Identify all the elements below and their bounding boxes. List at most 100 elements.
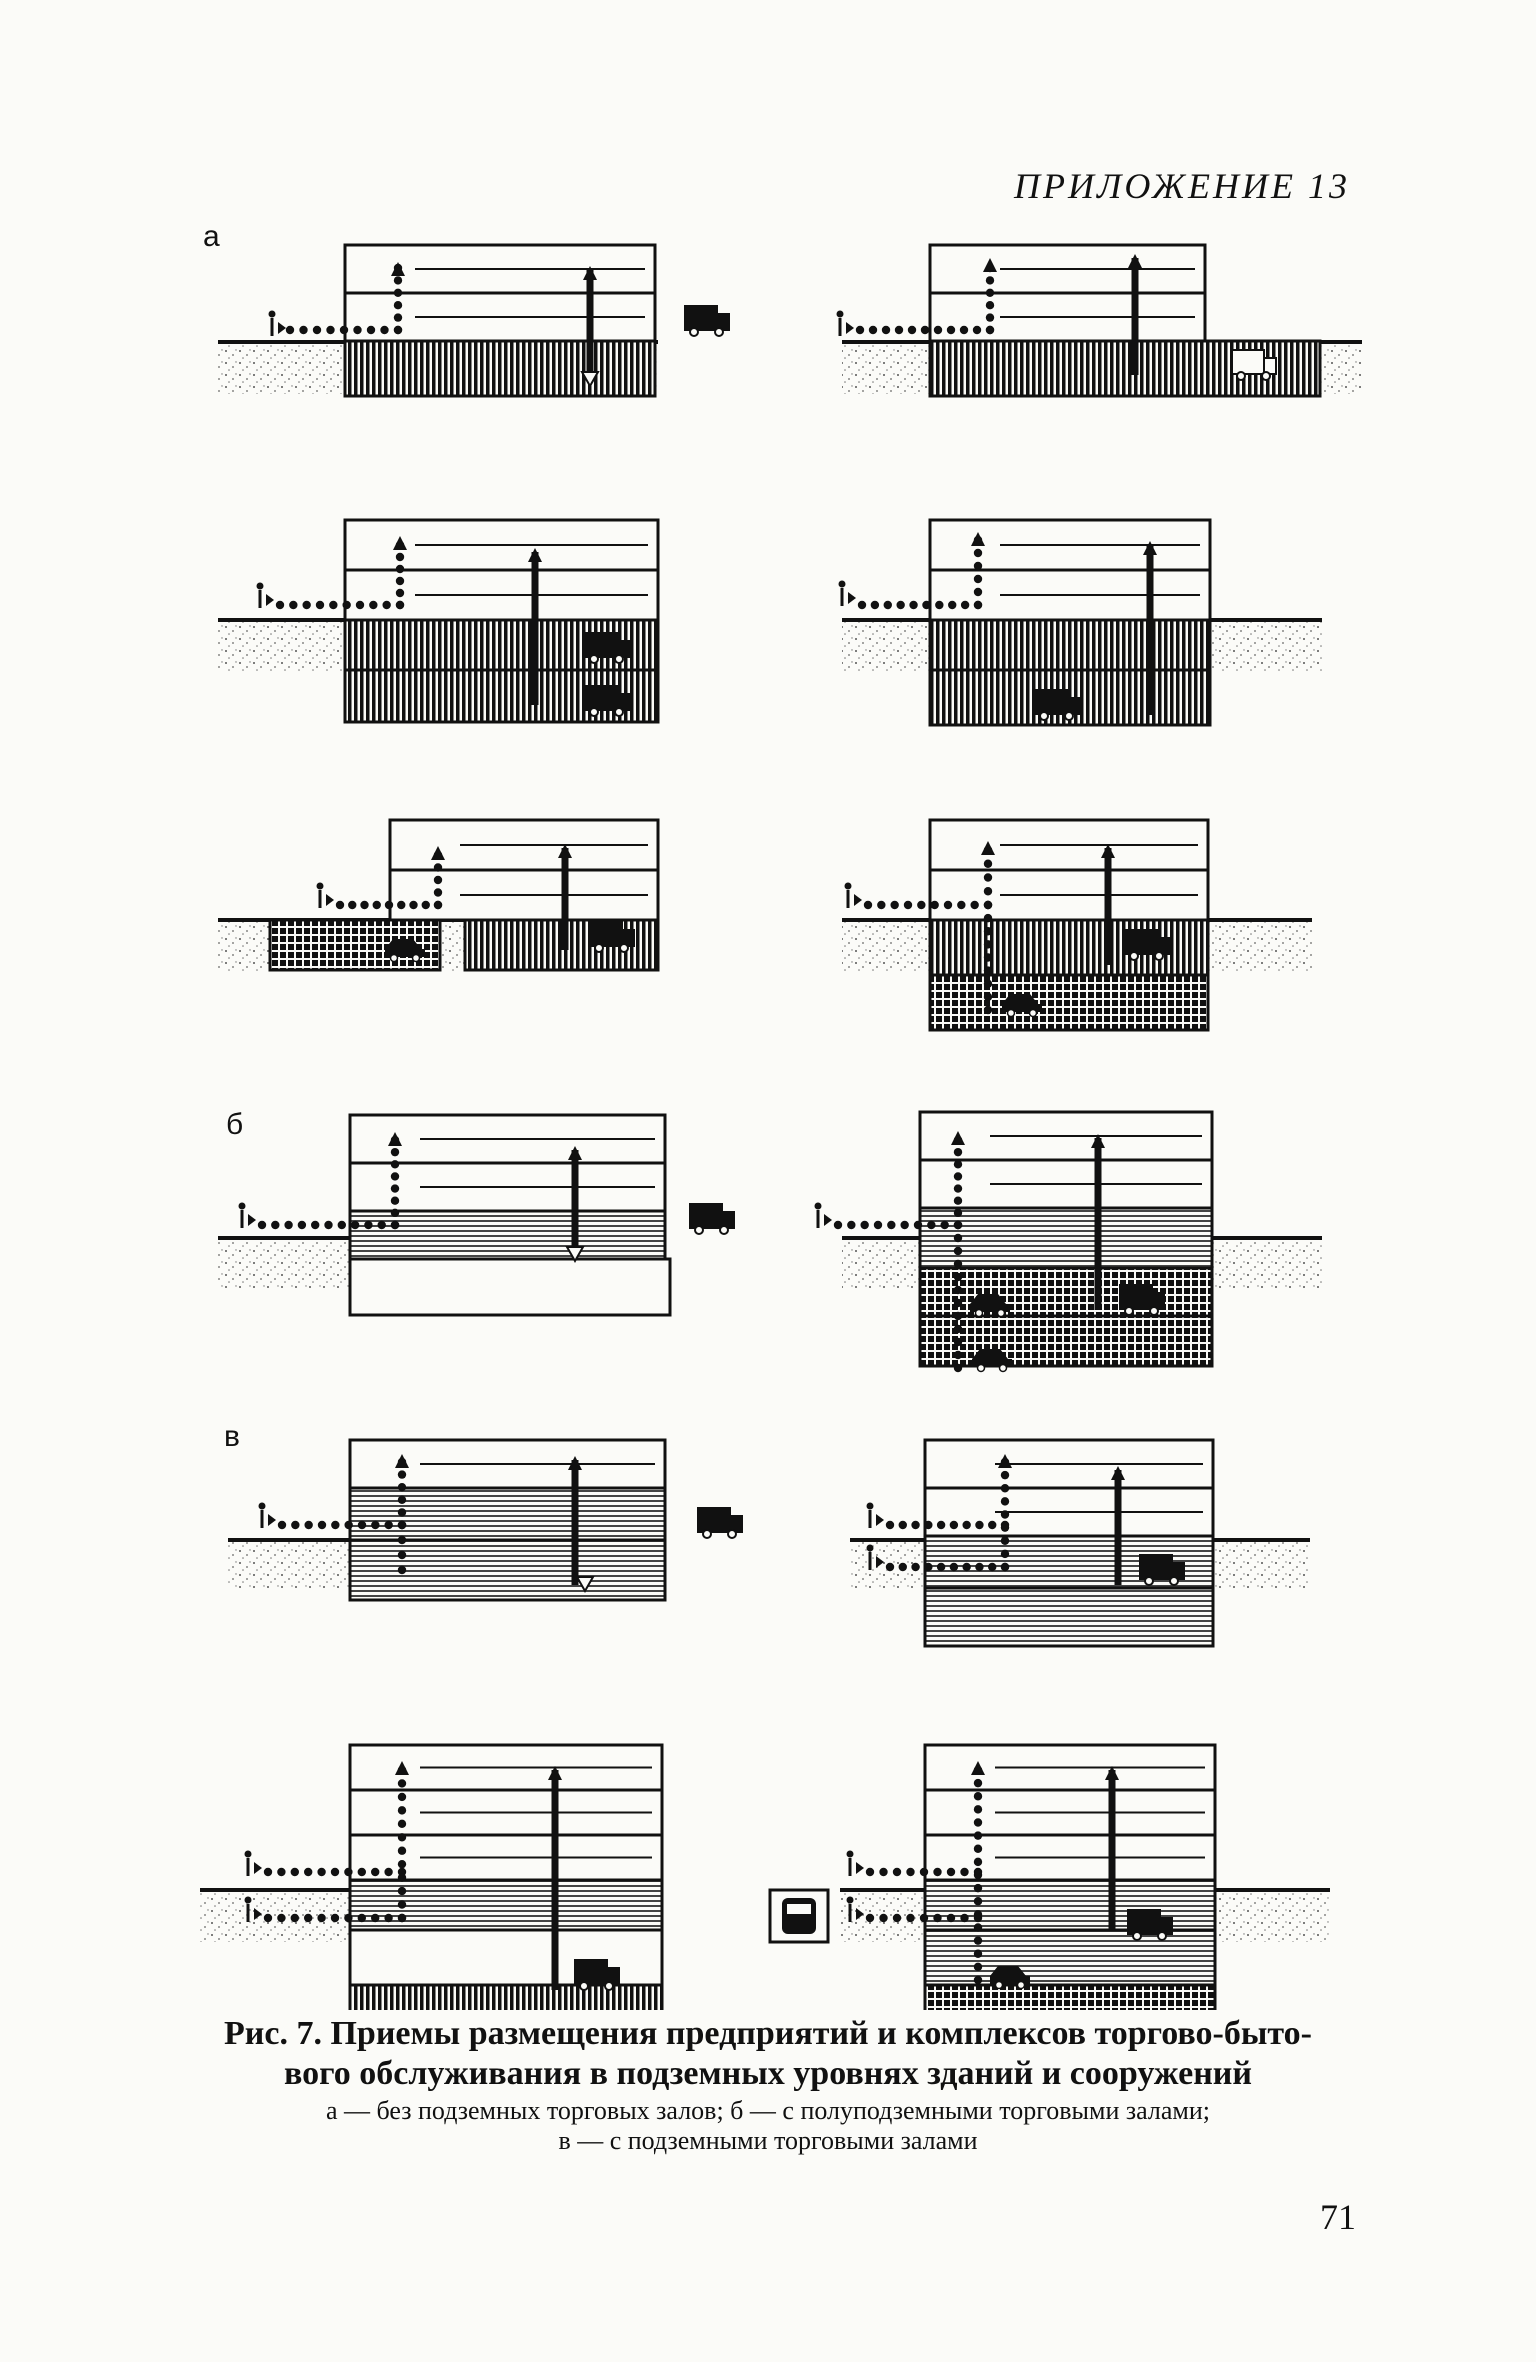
- person-arrow: [248, 1214, 256, 1226]
- path-dot: [933, 1913, 942, 1923]
- path-dot: [317, 1867, 326, 1877]
- path-dot: [953, 1160, 963, 1169]
- path-dot: [973, 1818, 983, 1827]
- path-dot: [973, 561, 983, 571]
- path-dot: [350, 1220, 360, 1230]
- truck-wheel: [604, 1981, 614, 1991]
- path-dot: [390, 1196, 400, 1205]
- path-dot: [433, 888, 443, 897]
- b2-lift-0-head: [1091, 1134, 1105, 1148]
- path-dot: [957, 900, 966, 910]
- path-dot: [983, 859, 993, 868]
- path-dot: [409, 900, 418, 910]
- path-dot: [369, 600, 378, 610]
- a1-path-0: [285, 325, 403, 335]
- caption-title-line-1: Рис. 7. Приемы размещения предприятий и …: [224, 2015, 1312, 2052]
- metro-train-icon: [768, 1888, 830, 1944]
- v1-level-1: [348, 1538, 667, 1602]
- a5-person-icon: [316, 882, 334, 908]
- path-dot: [885, 1520, 895, 1530]
- path-dot: [946, 325, 956, 335]
- path-dot: [892, 1867, 902, 1877]
- a3-person-icon: [256, 582, 274, 608]
- car-body: [385, 939, 425, 957]
- path-dot: [983, 913, 993, 923]
- truck-wheel: [727, 1529, 737, 1539]
- path-dot: [330, 1867, 340, 1877]
- path-dot: [357, 1867, 366, 1877]
- path-dot: [946, 1913, 956, 1923]
- path-dot: [970, 900, 979, 910]
- person-head: [244, 1850, 252, 1858]
- truck-wheel: [1064, 711, 1074, 721]
- path-dot: [960, 1913, 969, 1923]
- path-dot: [833, 1220, 843, 1230]
- truck-body: [1119, 1284, 1153, 1310]
- path-dot: [953, 1259, 963, 1269]
- path-dot: [972, 325, 982, 335]
- path-dot: [873, 1220, 883, 1230]
- b2-level-0: [918, 1206, 1214, 1270]
- a3-truck-icon-0: [584, 632, 630, 664]
- path-dot: [390, 1172, 400, 1181]
- path-dot: [390, 1184, 400, 1193]
- path-dot: [331, 1520, 340, 1530]
- a4-up-arrow-0: [971, 532, 985, 546]
- path-dot: [953, 1208, 963, 1218]
- caption-legend-line-1: а — без подземных торговых залов; б — с …: [325, 2096, 1211, 2125]
- a2-path-0: [855, 325, 995, 335]
- a2-person-icon: [836, 310, 854, 336]
- path-dot: [397, 1470, 407, 1479]
- a6-path-0: [863, 900, 993, 910]
- path-dot: [397, 1483, 407, 1492]
- person-head: [846, 1850, 854, 1858]
- v3-path-2: [397, 1765, 407, 1923]
- path-dot: [975, 1562, 984, 1572]
- v3-person-icon-1: [244, 1896, 262, 1922]
- car-wheel: [1028, 1008, 1038, 1018]
- path-dot: [397, 1846, 407, 1855]
- v1-person-icon: [258, 1502, 276, 1528]
- path-dot: [377, 1220, 386, 1230]
- path-dot: [393, 288, 403, 297]
- path-dot: [395, 576, 405, 586]
- car-wheel: [411, 953, 421, 963]
- v1-up-arrow-0: [395, 1454, 409, 1468]
- truck-wheel: [1129, 951, 1139, 961]
- b2-path-0: [833, 1220, 963, 1230]
- person-head: [866, 1502, 874, 1510]
- b1-lift-0-head: [568, 1146, 582, 1160]
- car-body: [972, 1349, 1012, 1367]
- path-dot: [879, 1867, 888, 1877]
- truck-body: [689, 1203, 723, 1229]
- truck-wheel: [1149, 1306, 1159, 1316]
- b1-down-arrow-0: [565, 1246, 585, 1264]
- path-dot: [393, 276, 403, 285]
- v2-person-icon-0: [866, 1502, 884, 1528]
- path-dot: [983, 873, 993, 882]
- truck-wheel: [579, 1981, 589, 1991]
- path-dot: [973, 1870, 983, 1880]
- path-dot: [263, 1913, 273, 1923]
- path-dot: [315, 600, 325, 610]
- path-dot: [855, 325, 865, 335]
- path-dot: [973, 1910, 983, 1919]
- path-dot: [962, 1520, 971, 1530]
- path-dot: [973, 600, 983, 610]
- path-dot: [924, 1562, 933, 1572]
- b2-level-1: [918, 1266, 1214, 1318]
- path-dot: [393, 301, 403, 310]
- path-dot: [917, 900, 926, 910]
- path-dot: [983, 900, 993, 910]
- path-dot: [960, 600, 970, 610]
- section-label-b: б: [226, 1108, 244, 1141]
- path-dot: [380, 325, 389, 335]
- path-dot: [366, 325, 376, 335]
- truck-wheel: [1169, 1576, 1179, 1586]
- metro-window: [787, 1904, 811, 1914]
- path-dot: [907, 325, 917, 335]
- path-dot: [395, 600, 405, 610]
- path-dot: [936, 1562, 946, 1572]
- path-dot: [291, 1520, 300, 1530]
- path-dot: [277, 1913, 286, 1923]
